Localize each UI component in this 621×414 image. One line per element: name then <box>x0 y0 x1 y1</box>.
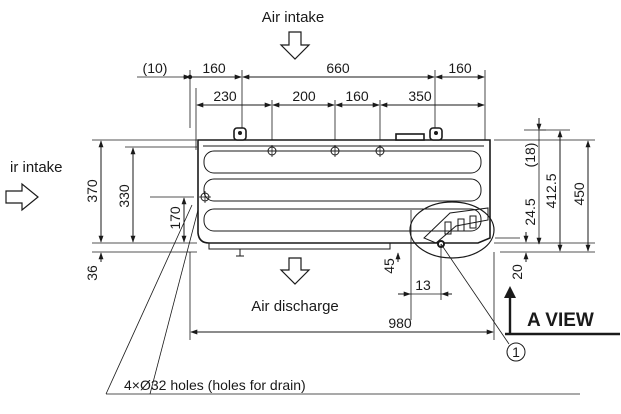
holes-note: 4×Ø32 holes (holes for drain) <box>124 377 306 393</box>
dim-18: (18) <box>522 143 538 168</box>
dim-45: 45 <box>381 258 397 274</box>
dim-170: 170 <box>167 206 183 230</box>
dim-330: 330 <box>116 184 132 208</box>
callout-number: 1 <box>512 344 520 360</box>
dim-230: 230 <box>213 88 237 104</box>
dim-412-5: 412.5 <box>543 173 559 208</box>
dim-660: 660 <box>326 60 350 76</box>
air-intake-left-label: ir intake <box>10 159 63 176</box>
dim-350: 350 <box>408 88 432 104</box>
dim-36: 36 <box>84 265 100 281</box>
callout-marker <box>506 342 526 362</box>
unit-body <box>197 127 491 257</box>
dim-160-mid: 160 <box>345 88 369 104</box>
air-intake-top-label: Air intake <box>262 9 325 26</box>
hollow-arrow-down-icon <box>279 31 311 60</box>
hollow-arrow-right-icon <box>5 182 39 212</box>
dim-160-left: 160 <box>202 60 226 76</box>
air-discharge-label: Air discharge <box>251 298 339 315</box>
dim-10: (10) <box>143 60 168 76</box>
dim-200: 200 <box>292 88 316 104</box>
a-view-label: A VIEW <box>527 310 594 331</box>
dim-20: 20 <box>509 264 525 280</box>
dim-160-right: 160 <box>448 60 472 76</box>
dim-980: 980 <box>388 315 412 331</box>
dim-370: 370 <box>84 179 100 203</box>
dim-450: 450 <box>571 182 587 206</box>
dim-13: 13 <box>415 277 431 293</box>
hollow-arrow-down-icon <box>279 257 311 285</box>
dim-24-5: 24.5 <box>522 198 538 225</box>
